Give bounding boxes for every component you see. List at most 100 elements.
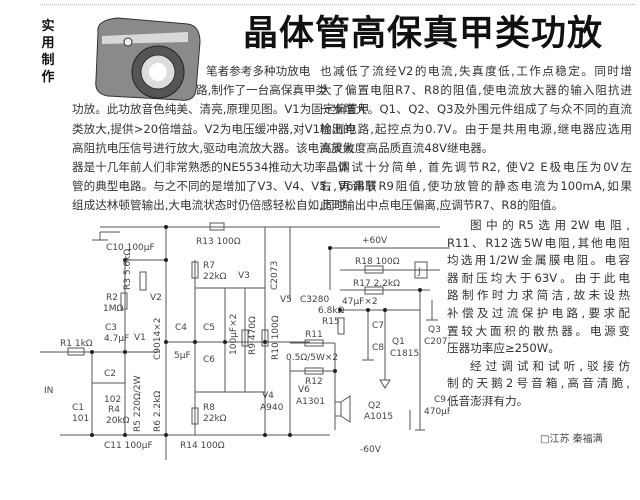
section-label-char: 作 [41,70,55,85]
page-top-rule [40,4,635,5]
label-r9: R9 470Ω [248,316,258,355]
label-v1: V1 [134,333,146,343]
text-line: 组成达林顿管输出,大电流状态时仍倍感轻松自如,同时 [72,198,347,213]
label-c7: C7 [372,321,384,331]
label-v3: V3 [238,271,250,281]
label-c9-value: 470μF [424,407,450,417]
text-line: 检测电路,起控点为0.7V。由于是共用电源,继电器应选用 [320,121,632,136]
label-c1-value: 101 [72,414,89,424]
text-line: 类放大,提供>20倍增益。V2为电压缓冲器,对V1输出的 [72,121,355,136]
text-line: 大了偏置电阻R7、R8的阻值,使电流放大器的输入阻抗进 [320,83,632,98]
text-line: 图中的R5选用2W电阻, [470,218,630,232]
article-title: 晶体管高保真甲类功放 [243,13,604,54]
label-in: IN [44,386,53,396]
text-line: 高灵敏度高品质直流48V继电器。 [320,140,494,155]
label-r2-value: 1MΩ [103,304,123,314]
text-line: 器耐压均大于63V。由于此电 [447,270,630,285]
text-line: 功放。此功放音色纯美、清亮,原理见图。V1为固定偏置甲 [72,102,370,117]
circuit-schematic: C10 100μF R13 100Ω R3 5.6kΩ V2 R2 1MΩ R1… [40,222,450,460]
label-c2-value: 102 [104,395,121,405]
label-v5: V5 [280,295,292,305]
label-c11: C11 100μF [104,441,153,451]
text-line: 管的典型电路。与之不同的是增加了V3、V4、V5、V6串联 [72,179,377,194]
label-v4-type: A940 [260,403,284,413]
label-c5: C5 [203,323,215,333]
label-r4-value: 20kΩ [106,416,130,426]
label-c3-value: 4.7μF [104,334,129,344]
camera-photo [95,17,201,101]
text-line: 路制作时力求简洁,故未设热 [447,288,630,303]
circuit-junctions [90,225,422,437]
circuit-labels: C10 100μF R13 100Ω R3 5.6kΩ V2 R2 1MΩ R1… [44,236,450,455]
label-r7-value: 22kΩ [203,272,227,282]
label-r8-value: 22kΩ [203,414,227,424]
text-line: 经过调试和试听,驳接仿 [470,358,630,373]
label-c7-c8-value: 47μF×2 [342,297,378,307]
label-c3: C3 [105,323,117,333]
text-line: 制的天鹅2号音箱,高音清脆, [447,376,630,391]
label-c5-c6-value: 100μF×2 [229,314,239,355]
text-line: 补偿及过流保护电路,要求配 [447,306,630,320]
text-line: 低音澎湃有力。 [447,394,529,408]
label-q2: Q2 [368,401,381,411]
label-v5-type: C3280 [300,295,329,305]
text-line: 器是十几年前人们非常熟悉的NE5534推动大功率晶体 [72,160,350,174]
text-line: 笔者参考多种功放电 [206,64,311,78]
label-q3: Q3 [428,325,441,335]
label-r3: R3 5.6kΩ [123,249,133,290]
label-r5: R5 220Ω/2W [133,375,143,432]
label-q1: Q1 [392,337,405,347]
label-r17: R17 2.2kΩ [353,279,400,289]
text-line: 压器功率应≥250W。 [447,341,560,356]
label-v1-type: C9014×2 [153,318,163,360]
label-r1: R1 1kΩ [60,339,93,349]
label-c9: C9 [434,395,446,405]
label-r4: R4 [108,405,120,415]
label-v4: V4 [262,391,274,401]
label-r8: R8 [203,403,215,413]
label-v2: V2 [150,293,162,303]
label-v6-type: A1301 [296,397,325,407]
label-c8: C8 [372,343,384,353]
label-r15: R15 [322,317,340,327]
label-c4-value: 5μF [174,351,191,361]
section-label-char: 用 [41,36,55,51]
section-label-char: 实 [41,19,55,34]
label-r6: R6 2.2kΩ [153,391,163,432]
label-q2-type: A1015 [364,412,393,422]
text-line: 均选用1/2W金属膜电阻。电容 [447,253,630,268]
label-r7: R7 [203,261,215,271]
label-c1: C1 [72,403,84,413]
label-c6: C6 [203,355,215,365]
text-line: R11、R12选5W电阻,其他电阻 [447,235,630,250]
label-c10: C10 100μF [106,243,155,253]
label-r13: R13 100Ω [196,237,241,247]
label-q3-type: C2073 [424,337,450,347]
label-r11: R11 [305,330,323,340]
label-q1-type: C1815 [390,349,419,359]
label-r14: R14 100Ω [180,441,225,451]
label-r15-value: 6.8kΩ [318,306,345,316]
label-c2: C2 [104,369,116,379]
section-label-char: 制 [41,53,55,68]
author-signature: □江苏 秦福满 [540,434,603,445]
label-minus-60v: -60V [360,445,382,455]
text-line: 此时输出中点电压偏离,应调节R7、R8的阻值。 [320,198,564,213]
text-line: 路,制作了一台高保真甲类 [196,83,328,98]
label-r11-r12-value: 0.5Ω/5W×2 [286,353,338,363]
label-r10: R10 100Ω [271,315,281,360]
text-line: 一步增大。Q1、Q2、Q3及外围元件组成了与众不同的直流 [320,102,632,117]
label-r18: R18 100Ω [355,257,400,267]
label-v3-type: C2073 [270,261,280,290]
label-relay-j: J [417,267,421,277]
label-r2: R2 [106,293,118,303]
text-line: 右,再调节R9阻值,使功放管的静态电流为100mA,如果 [320,179,632,194]
text-line: 调试十分简单, 首先调节R2, 使V2 E极电压为0V左 [338,160,632,174]
label-v6: V6 [298,385,310,395]
label-plus-60v: +60V [362,236,388,246]
section-label: 实 用 制 作 [40,18,56,86]
text-line: 置较大面积的散热器。电源变 [447,323,630,338]
text-line: 也减低了流经V2的电流,失真度低,工作点稳定。同时增 [320,64,632,78]
text-line: 高阻抗电压信号进行放大,驱动电流放大器。该电流放大 [72,140,354,155]
label-r12: R12 [305,377,323,387]
